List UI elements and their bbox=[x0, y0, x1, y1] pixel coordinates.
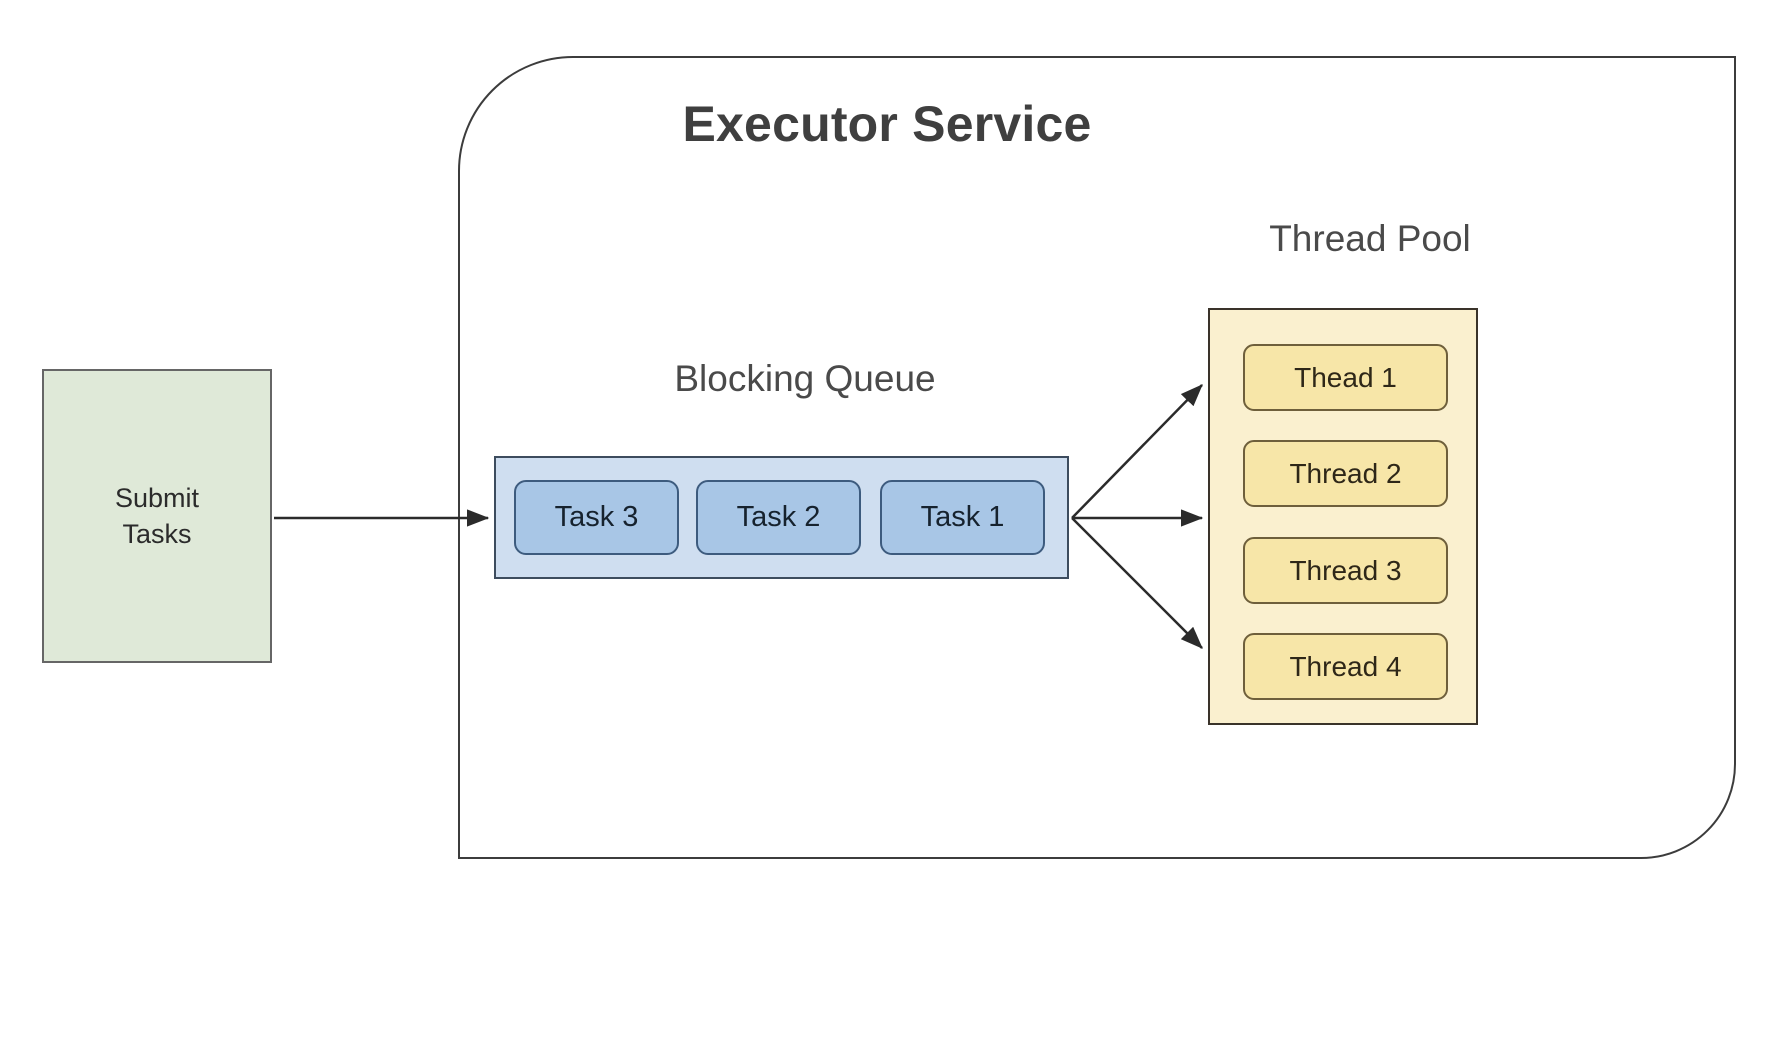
thread-item: Thread 3 bbox=[1243, 537, 1448, 604]
thread-pool-panel: Thead 1 Thread 2 Thread 3 Thread 4 bbox=[1208, 308, 1478, 725]
submit-tasks-line1: Submit bbox=[114, 482, 200, 513]
submit-tasks-box: Submit Tasks bbox=[42, 369, 272, 663]
task-item: Task 2 bbox=[696, 480, 861, 555]
blocking-queue-title: Blocking Queue bbox=[674, 358, 936, 399]
thread-item: Thread 2 bbox=[1243, 440, 1448, 507]
submit-tasks-label: Submit Tasks bbox=[115, 480, 199, 553]
thread-item: Thread 4 bbox=[1243, 633, 1448, 700]
executor-service-title: Executor Service bbox=[682, 96, 1092, 152]
task-item: Task 3 bbox=[514, 480, 679, 555]
submit-tasks-line2: Tasks bbox=[122, 519, 192, 549]
thread-pool-title: Thread Pool bbox=[1269, 218, 1471, 259]
executor-service-container bbox=[458, 56, 1736, 859]
task-item: Task 1 bbox=[880, 480, 1045, 555]
thread-item: Thead 1 bbox=[1243, 344, 1448, 411]
blocking-queue-panel: Task 3 Task 2 Task 1 bbox=[494, 456, 1069, 579]
